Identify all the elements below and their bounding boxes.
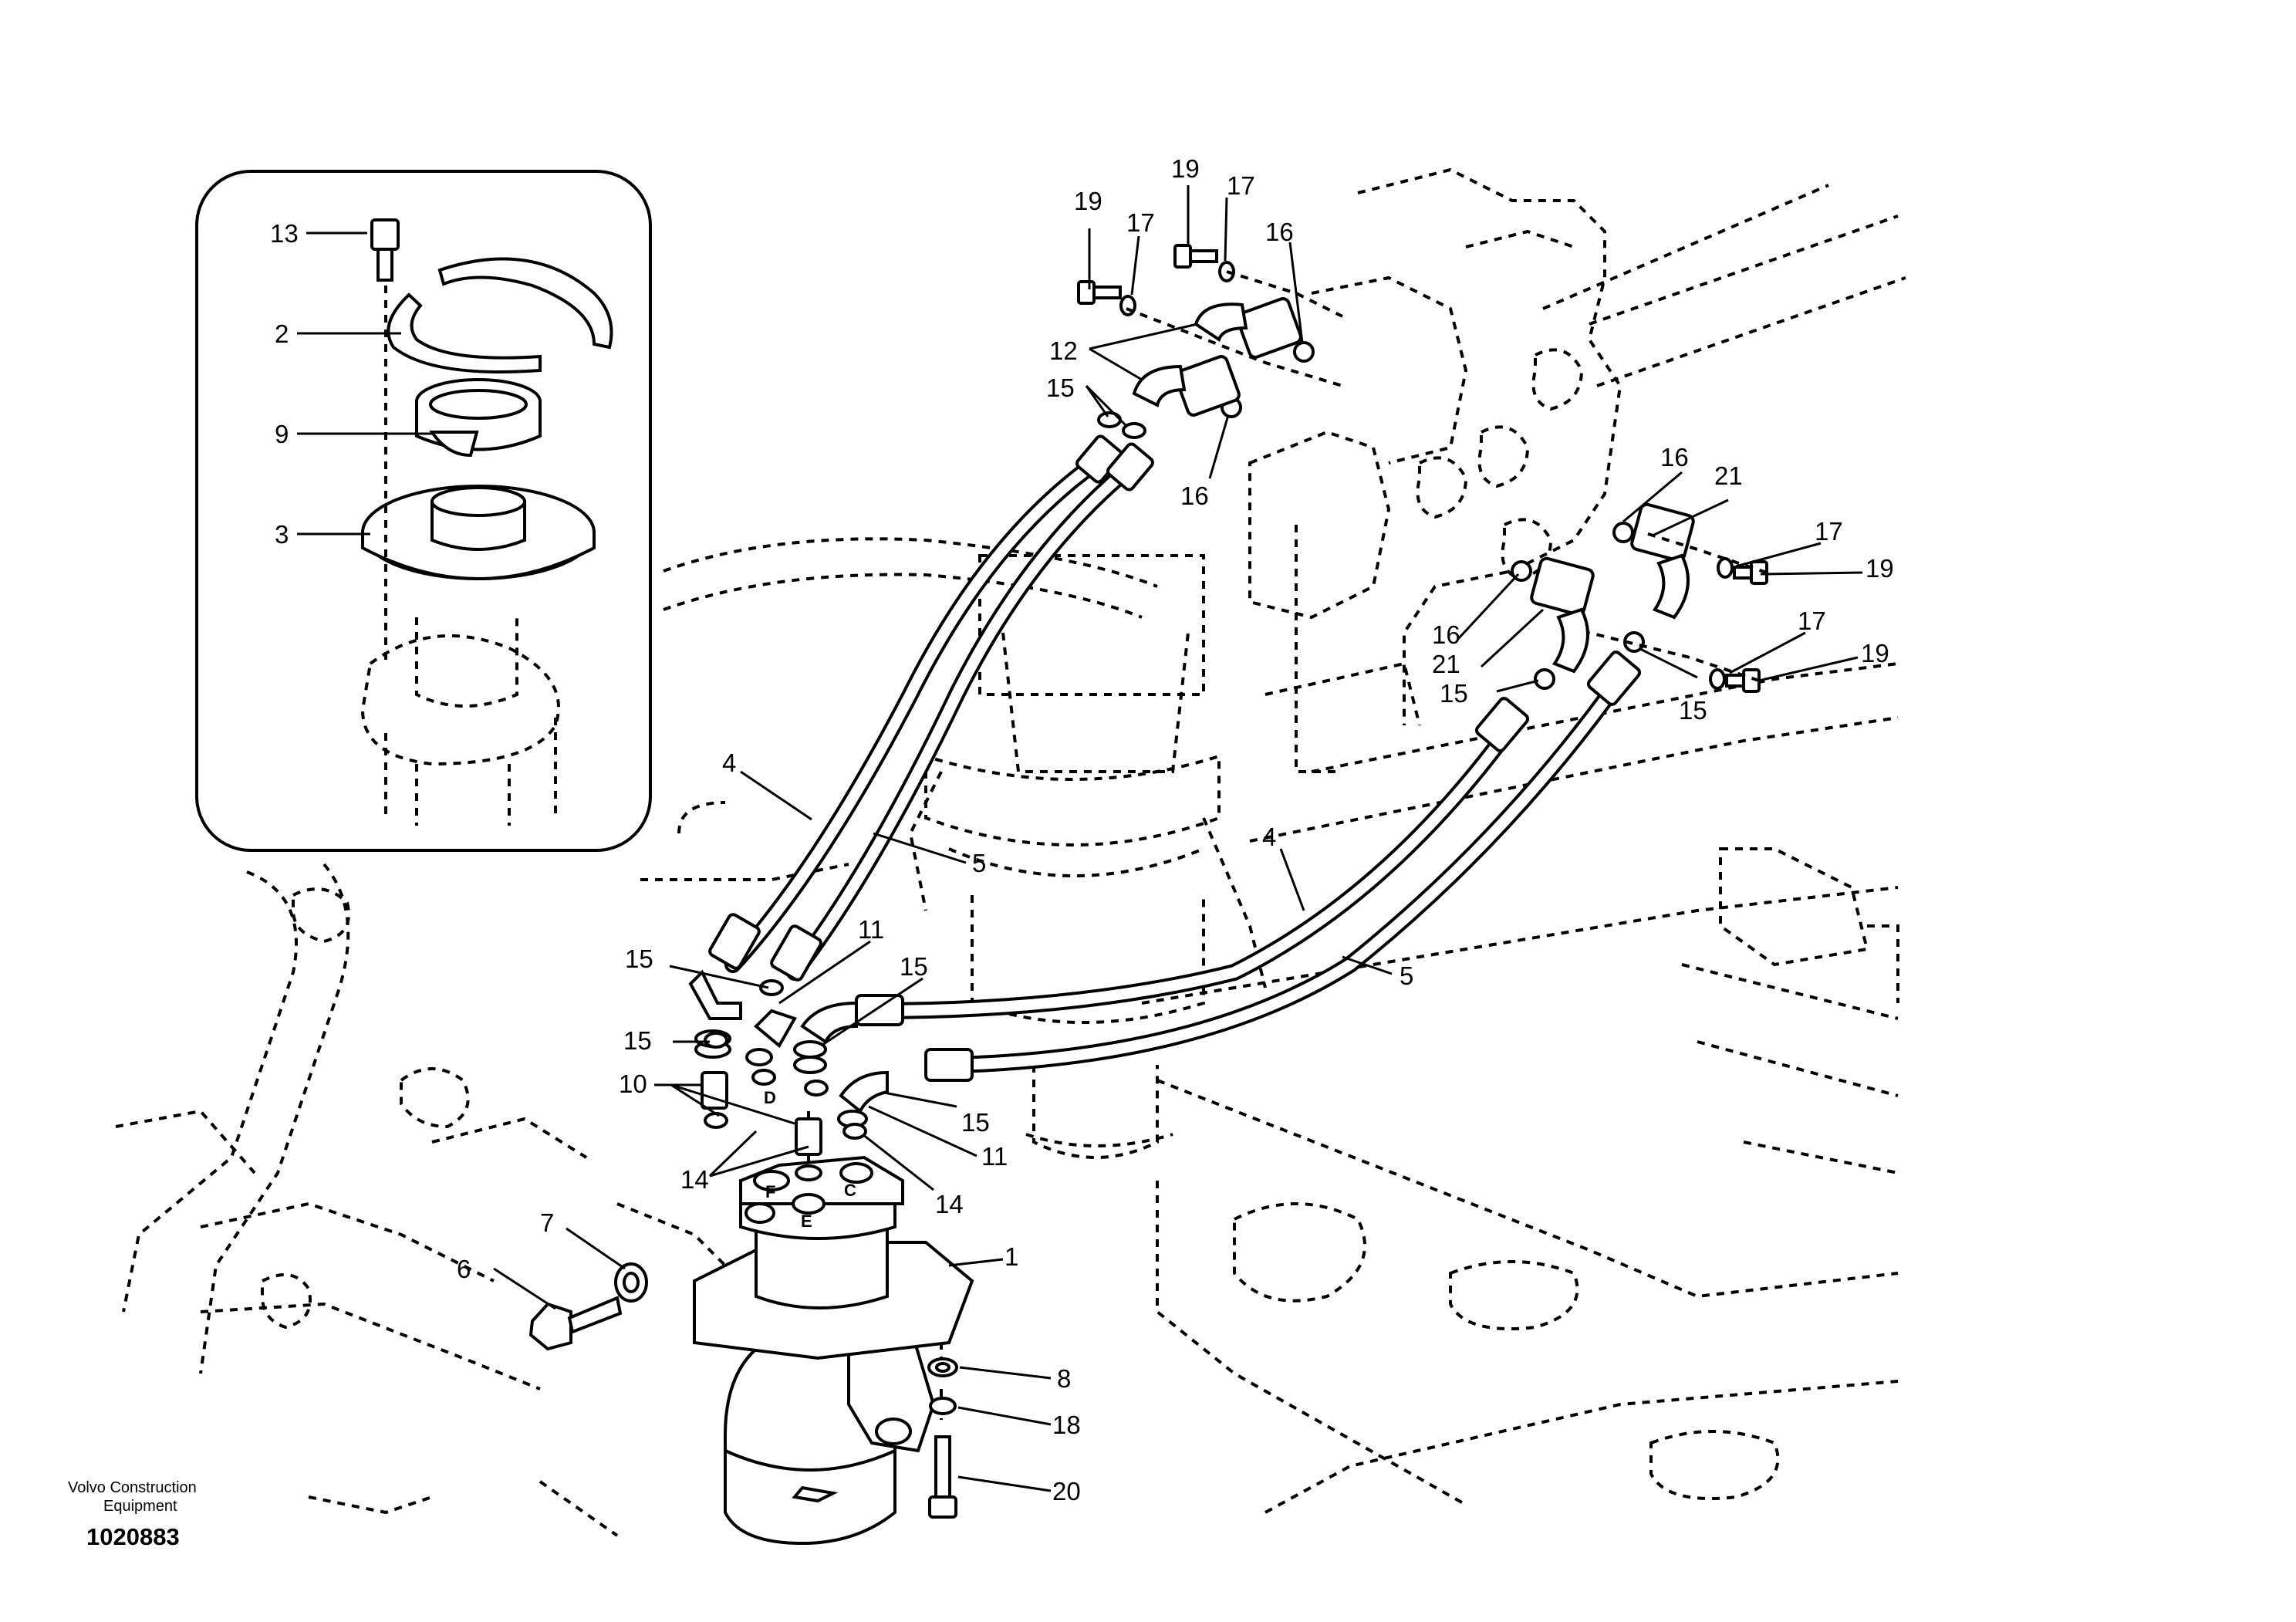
callout-16-d: 16 — [1432, 620, 1460, 649]
company-name-line1: Volvo Construction — [68, 1479, 197, 1496]
callout-18: 18 — [1052, 1411, 1081, 1439]
o-rings — [704, 341, 1645, 1140]
callout-14-b: 14 — [935, 1190, 964, 1218]
swivel-joint-1 — [693, 1155, 974, 1546]
callout-13: 13 — [270, 219, 299, 248]
callout-15-g: 15 — [961, 1108, 990, 1137]
callout-12: 12 — [1049, 336, 1078, 365]
port-letters: D F C E — [764, 1088, 856, 1231]
hose-pair-lower — [863, 671, 1629, 1073]
callout-11-a: 11 — [858, 915, 884, 944]
drawing-footer: Volvo Construction Equipment 1020883 — [68, 1479, 197, 1550]
adapters-10 — [701, 1071, 822, 1156]
company-name-line2: Equipment — [103, 1498, 177, 1515]
inset-flange-3 — [361, 485, 596, 580]
callout-17-b: 17 — [1227, 171, 1255, 200]
callout-19-d: 19 — [1861, 639, 1889, 667]
port-letter-e: E — [801, 1211, 812, 1231]
washers-bolt-20 — [927, 1357, 958, 1519]
flange-bolts — [1077, 244, 1768, 693]
callout-15-b: 15 — [1679, 696, 1707, 725]
callout-11-b: 11 — [981, 1142, 1008, 1171]
callout-1: 1 — [1004, 1242, 1018, 1271]
control-valve-outline — [1248, 167, 1622, 726]
callout-7: 7 — [540, 1208, 554, 1237]
callout-3: 3 — [275, 520, 289, 549]
callout-15-a: 15 — [1046, 373, 1075, 402]
callout-4-b: 4 — [1262, 823, 1276, 851]
port-letter-f: F — [765, 1182, 775, 1201]
callout-labels: 13 2 9 3 19 17 19 17 16 12 15 16 16 21 1… — [270, 154, 1894, 1505]
callout-15-c: 15 — [1440, 679, 1468, 708]
callout-9: 9 — [275, 420, 289, 448]
callout-5-b: 5 — [1400, 961, 1413, 990]
callout-17-c: 17 — [1815, 517, 1843, 546]
callout-16-a: 16 — [1265, 218, 1294, 246]
callout-17-d: 17 — [1798, 607, 1826, 635]
detail-inset-frame — [195, 170, 652, 852]
assembly-lines — [807, 270, 1768, 1420]
callout-16-b: 16 — [1180, 482, 1209, 510]
callout-4-a: 4 — [722, 748, 736, 777]
drawing-number: 1020883 — [86, 1523, 180, 1550]
callout-19-c: 19 — [1866, 554, 1894, 583]
callout-20: 20 — [1052, 1477, 1081, 1505]
callout-15-e: 15 — [900, 952, 928, 981]
callout-14-a: 14 — [680, 1165, 709, 1194]
hose-fittings — [708, 434, 1642, 1082]
callout-15-f: 15 — [623, 1026, 652, 1055]
inset-bolt-13 — [370, 218, 400, 282]
leader-lines — [297, 185, 1863, 1492]
callout-19-a: 19 — [1074, 187, 1102, 215]
inset-bearing-9 — [415, 378, 542, 458]
mount-bolt-6-nut-7 — [528, 1262, 648, 1351]
callout-6: 6 — [457, 1255, 471, 1283]
callout-5-a: 5 — [972, 849, 986, 877]
callout-17-a: 17 — [1126, 208, 1155, 237]
callout-2: 2 — [275, 319, 289, 348]
callout-15-d: 15 — [625, 944, 653, 973]
callout-19-b: 19 — [1171, 154, 1200, 183]
flange-elbows — [1132, 297, 1695, 674]
hose-pair-upper — [724, 454, 1135, 981]
callout-10: 10 — [619, 1070, 647, 1098]
machine-frame-outline — [115, 184, 1906, 1537]
inset-swivel-outline — [360, 617, 560, 826]
port-letter-c: C — [844, 1181, 856, 1200]
inset-shim-ring-2 — [387, 257, 613, 373]
port-letter-d: D — [764, 1088, 776, 1107]
callout-21-a: 21 — [1714, 461, 1743, 490]
callout-8: 8 — [1057, 1364, 1071, 1393]
callout-16-c: 16 — [1660, 443, 1689, 471]
callout-21-b: 21 — [1432, 650, 1460, 678]
